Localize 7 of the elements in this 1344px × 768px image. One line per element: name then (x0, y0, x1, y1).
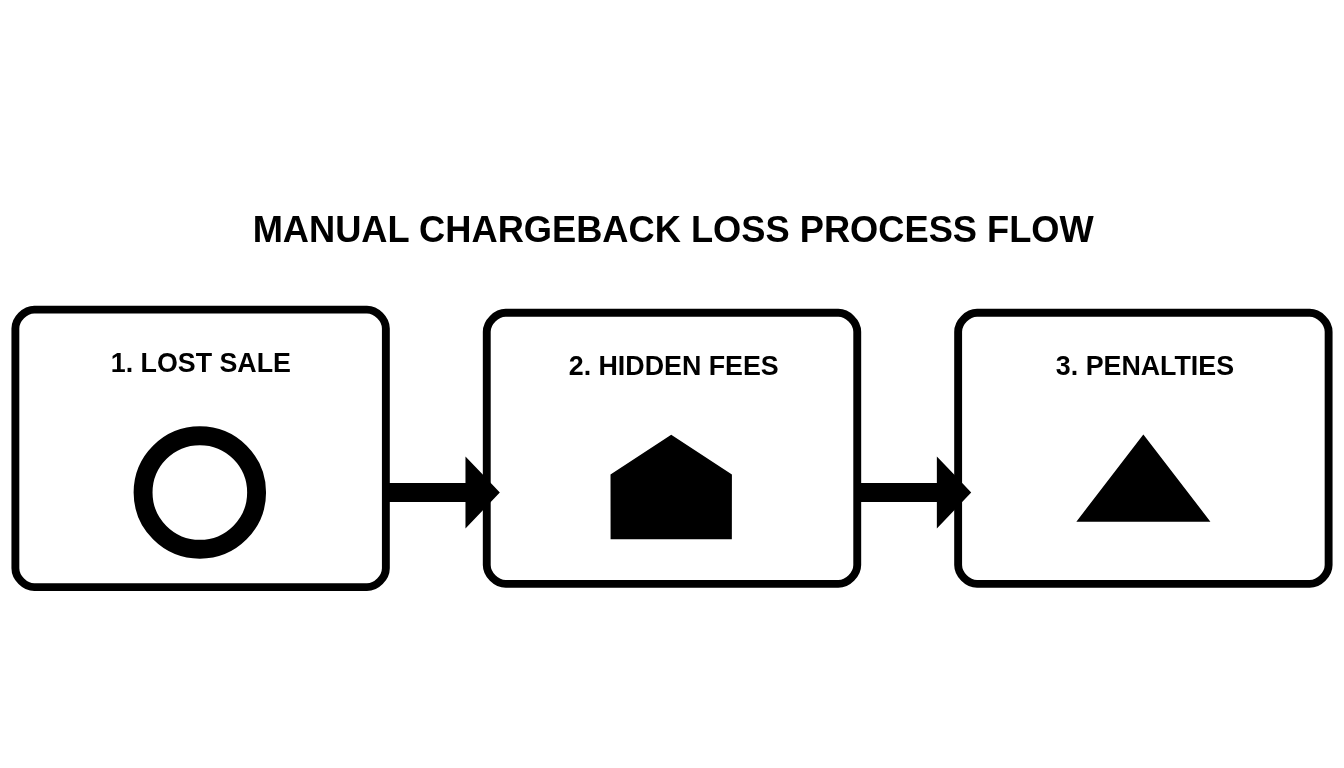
node-picture (133, 425, 267, 559)
diagram-title: MANUAL CHARGEBACK LOSS PROCESS FLOW (252, 208, 1094, 250)
cluster: 2. HIDDEN FEES (482, 308, 862, 588)
cluster: 3. PENALTIES (954, 308, 1333, 588)
node-picture (610, 434, 732, 539)
node-picture (1076, 433, 1211, 522)
cluster: 1. LOST SALE (11, 305, 390, 591)
